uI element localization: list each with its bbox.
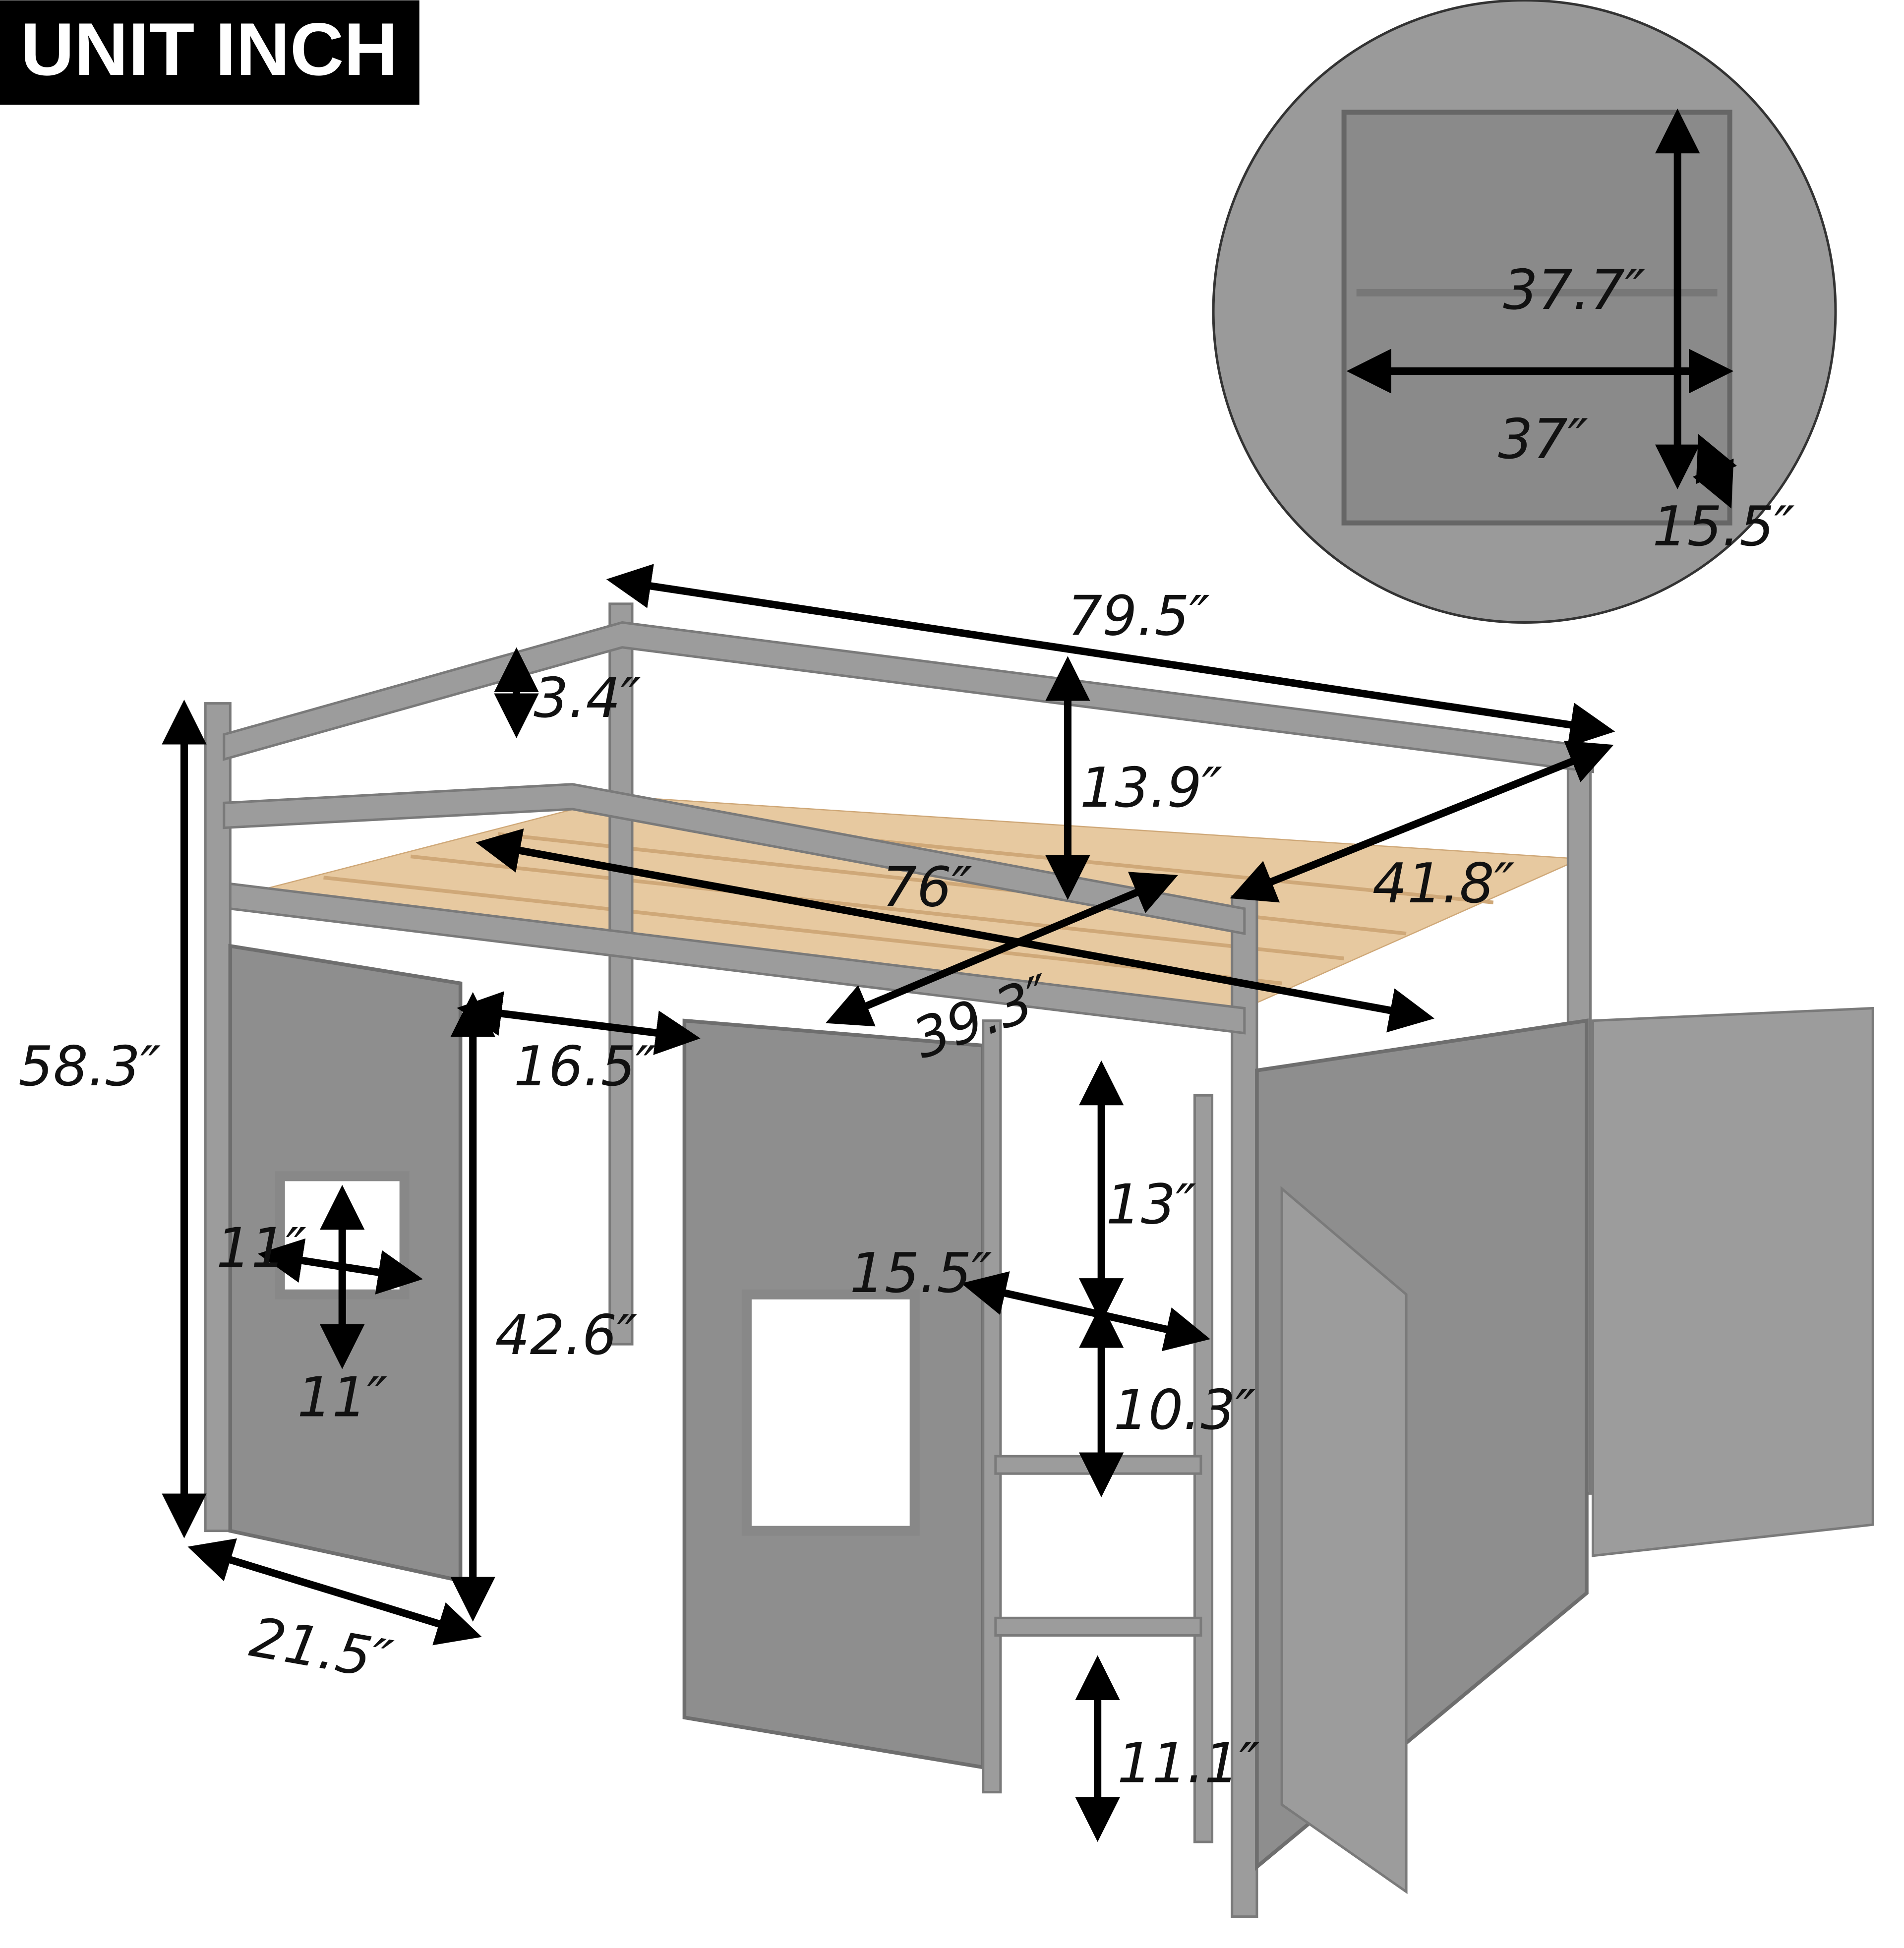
top-step-gap-label: 13″ bbox=[1106, 1173, 1196, 1237]
end-depth-label: 21.5″ bbox=[245, 1605, 397, 1693]
cabinet-width-label: 37″ bbox=[1498, 408, 1588, 472]
window-height-label: 11″ bbox=[216, 1217, 306, 1281]
loft-bed-illustration bbox=[204, 602, 1874, 1918]
window-width-arrow bbox=[258, 1238, 423, 1295]
overall-width-label: 41.8″ bbox=[1372, 852, 1515, 916]
unit-badge: UNIT INCH bbox=[0, 0, 419, 105]
cabinet-right-door bbox=[1592, 1006, 1874, 1557]
overall-height-label: 58.3″ bbox=[18, 1035, 161, 1099]
window-width-label: 11″ bbox=[297, 1366, 387, 1430]
ladder-width-label: 15.5″ bbox=[850, 1241, 992, 1305]
dimension-arrows bbox=[162, 564, 1615, 1842]
guardrail-height-label: 13.9″ bbox=[1080, 756, 1222, 820]
cabinet-left-door bbox=[1280, 1186, 1408, 1894]
side-window bbox=[741, 1289, 920, 1536]
rail-gap-label: 3.4″ bbox=[534, 666, 641, 730]
ladder-width-arrow bbox=[961, 1271, 1210, 1352]
bottom-step-height-label: 11.1″ bbox=[1117, 1732, 1259, 1796]
cabinet-depth-label: 15.5″ bbox=[1653, 495, 1795, 559]
entry-width-arrow bbox=[457, 991, 701, 1055]
underbed-clearance-label: 42.6″ bbox=[495, 1303, 637, 1367]
step-spacing-label: 10.3″ bbox=[1114, 1378, 1256, 1442]
entry-width-label: 16.5″ bbox=[514, 1035, 656, 1099]
cabinet-height-label: 37.7″ bbox=[1503, 258, 1645, 322]
end-depth-arrow bbox=[187, 1538, 482, 1646]
cabinet-depth-arrow bbox=[1692, 434, 1737, 509]
mattress-width-arrow bbox=[826, 872, 1178, 1027]
unit-badge-text: UNIT INCH bbox=[20, 7, 398, 91]
mattress-length-label: 76″ bbox=[882, 856, 972, 920]
cabinet-inset: 37.7″ 37″ 15.5″ bbox=[1212, 0, 1837, 624]
overall-length-arrow bbox=[606, 564, 1615, 747]
overall-length-label: 79.5″ bbox=[1068, 585, 1210, 649]
